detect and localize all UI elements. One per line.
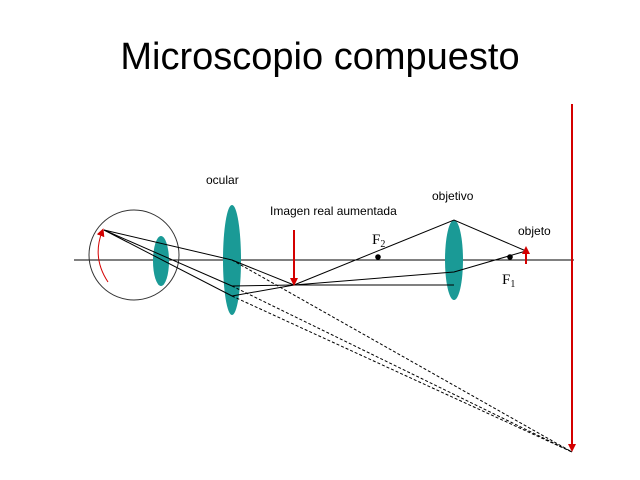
- eye-circle: [88, 209, 180, 301]
- diagram-title: Microscopio compuesto: [120, 36, 520, 78]
- focal-point-f1: [507, 254, 513, 260]
- label-objeto: objeto: [518, 224, 551, 238]
- label-imagen-real: Imagen real aumentada: [270, 204, 397, 218]
- ray-image-ocular-1: [231, 284, 295, 297]
- ray-objective-top: [293, 219, 527, 286]
- label-f2: F2: [372, 232, 385, 250]
- label-ocular: ocular: [206, 173, 239, 187]
- ray-image-ocular-2: [231, 284, 295, 287]
- eye-lens: [153, 236, 169, 286]
- label-objetivo: objetivo: [432, 189, 474, 203]
- ray-objective-parallel: [293, 250, 527, 286]
- retina-image-arrow: [96, 228, 109, 283]
- ray-image-ocular-3: [231, 259, 295, 286]
- ray-ocular-eye-3: [103, 229, 233, 261]
- focal-point-f2: [375, 254, 381, 260]
- label-f1: F1: [502, 272, 515, 290]
- virtual-ray-1: [231, 295, 573, 453]
- ray-ocular-eye-1: [103, 229, 233, 297]
- virtual-ray-2: [231, 285, 573, 453]
- virtual-ray-3: [231, 259, 573, 453]
- ray-ocular-eye-2: [103, 229, 233, 287]
- objective-lens: [445, 220, 463, 300]
